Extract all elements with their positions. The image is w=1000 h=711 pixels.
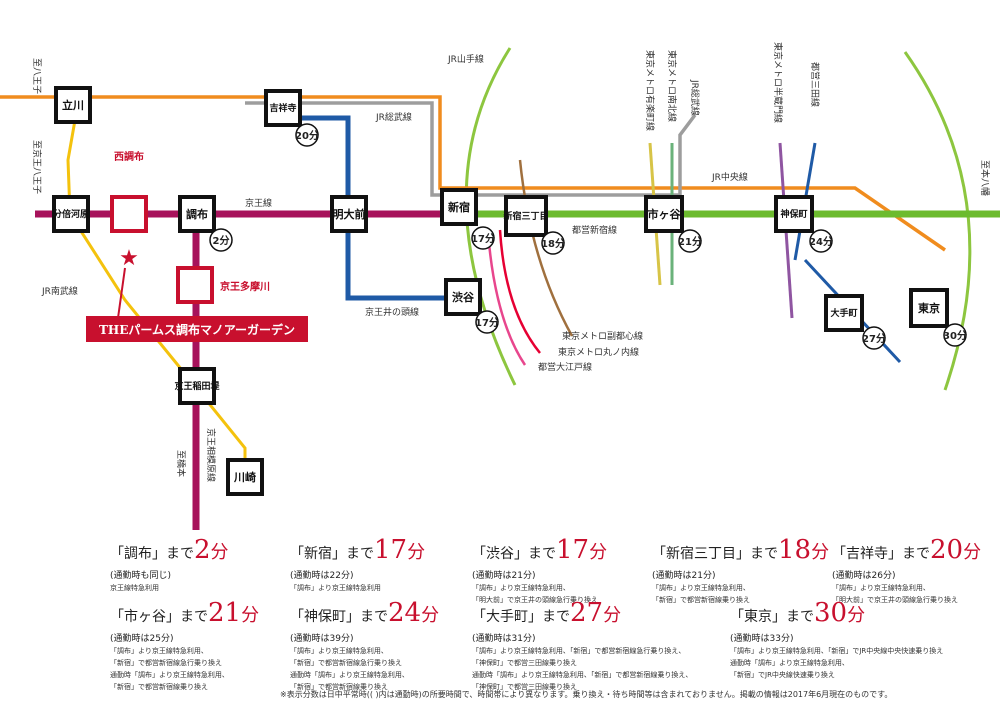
minutes-shibuya: 17分 [475, 310, 499, 334]
station-shibuya: 渋谷 [444, 278, 482, 316]
minutes-kichijoji: 20分 [295, 123, 319, 147]
station-tachikawa: 立川 [54, 86, 92, 124]
svg-text:18分: 18分 [541, 237, 565, 250]
label-oedo: 都営大江戸線 [538, 361, 592, 373]
direction-keio-hachioji: 至京王八王子 [31, 140, 43, 194]
svg-text:24分: 24分 [809, 235, 833, 248]
svg-text:新宿: 新宿 [448, 200, 470, 214]
minutes-chofu: 2分 [209, 228, 233, 252]
label-inokashira: 京王井の頭線 [365, 306, 419, 318]
minutes-jimbocho: 24分 [809, 229, 833, 253]
svg-text:神保町: 神保町 [780, 208, 807, 220]
svg-text:吉祥寺: 吉祥寺 [269, 102, 296, 114]
sobu-line [245, 101, 697, 197]
svg-text:2分: 2分 [213, 234, 230, 247]
direction-motoyawata: 至本八幡 [979, 160, 991, 196]
station-kichijoji: 吉祥寺 [264, 89, 302, 127]
label-yamanote: JR山手線 [447, 53, 484, 65]
svg-text:渋谷: 渋谷 [452, 290, 475, 304]
oedo-line [486, 231, 527, 366]
minutes-ichigaya: 21分 [678, 229, 702, 253]
minutes-shinjuku-sanchome: 18分 [541, 231, 565, 255]
marunouchi-line [498, 229, 541, 354]
minutes-otemachi: 27分 [862, 326, 886, 350]
minutes-shinjuku: 17分 [471, 226, 495, 250]
svg-text:21分: 21分 [678, 235, 702, 248]
station-ichigaya: 市ヶ谷 [644, 195, 684, 233]
station-keio-inadazutsumi: 京王稲田堤 [174, 367, 220, 405]
property-star-icon: ★ [119, 246, 139, 271]
svg-text:大手町: 大手町 [830, 307, 857, 319]
label-mita: 都営三田線 [809, 62, 821, 107]
label-marunouchi: 東京メトロ丸ノ内線 [558, 346, 639, 358]
svg-text:市ヶ谷: 市ヶ谷 [648, 207, 682, 221]
svg-text:京王稲田堤: 京王稲田堤 [174, 380, 220, 392]
info-jimbocho: 「神保町」まで24分 (通勤時は39分) 「調布」より京王線特急利用、 「新宿」… [290, 598, 440, 691]
station-bubaigawara: 分倍河原 [52, 195, 90, 233]
station-meidaimae: 明大前 [330, 195, 368, 233]
svg-text:17分: 17分 [471, 232, 495, 245]
svg-text:東京: 東京 [918, 301, 940, 315]
fukutoshin-line [518, 159, 574, 337]
svg-text:川崎: 川崎 [233, 470, 256, 484]
label-fukutoshin: 東京メトロ副都心線 [562, 330, 643, 342]
label-namboku: 東京メトロ南北線 [666, 50, 678, 122]
label-sobu: JR総武線 [375, 111, 412, 123]
direction-hachioji: 至八王子 [31, 58, 42, 94]
info-shinjuku: 「新宿」まで17分 (通勤時は22分) 「調布」より京王線特急利用 [290, 535, 426, 592]
label-sagamihara: 京王相模原線 [205, 428, 217, 482]
station-keio-tamagawa [176, 266, 214, 304]
info-shibuya: 「渋谷」まで17分 (通勤時は21分) 「調布」より京王線特急利用、 「明大前」… [472, 535, 608, 604]
keio-tamagawa-label: 京王多摩川 [220, 280, 270, 293]
station-otemachi: 大手町 [824, 294, 864, 332]
label-keio: 京王線 [245, 197, 272, 209]
property-banner [86, 316, 308, 342]
svg-text:30分: 30分 [943, 329, 967, 342]
minutes-tokyo: 30分 [943, 323, 967, 347]
svg-text:明大前: 明大前 [333, 207, 366, 221]
station-shinjuku-sanchome: 新宿三丁目 [503, 195, 549, 237]
label-hanzomon: 東京メトロ半蔵門線 [772, 42, 784, 123]
footer-note: ※表示分数は日中平常時(( )内は通勤時)の所要時間で、時間帯により異なります。… [280, 690, 893, 699]
info-otemachi: 「大手町」まで27分 (通勤時は31分) 「調布」より京王線特急利用、「新宿」で… [472, 598, 693, 691]
station-shinjuku: 新宿 [440, 188, 478, 226]
property-name: THEパームス調布マノアーガーデン [99, 322, 295, 337]
route-map: 立川 吉祥寺 分倍河原 西調布 調布 明大前 新宿 新宿三丁目 市ヶ谷 神保町 … [0, 42, 1000, 530]
svg-text:17分: 17分 [475, 316, 499, 329]
info-chofu: 「調布」まで2分 (通勤時も同じ) 京王線特急利用 [110, 535, 229, 592]
svg-text:新宿三丁目: 新宿三丁目 [503, 210, 548, 222]
station-jimbocho: 神保町 [774, 195, 814, 233]
property-pointer [117, 267, 126, 319]
label-yurakucho: 東京メトロ有楽町線 [644, 50, 656, 131]
svg-text:分倍河原: 分倍河原 [53, 208, 89, 220]
info-ichigaya: 「市ヶ谷」まで21分 (通勤時は25分) 「調布」より京王線特急利用、 「新宿」… [110, 598, 260, 691]
label-chuo: JR中央線 [711, 171, 748, 183]
label-nambu: JR南武線 [41, 285, 78, 297]
svg-text:立川: 立川 [62, 98, 84, 112]
nishichofu-label: 西調布 [114, 150, 144, 163]
station-nishichofu [110, 195, 148, 233]
svg-text:調布: 調布 [186, 207, 208, 221]
station-kawasaki: 川崎 [226, 458, 264, 496]
station-tokyo: 東京 [909, 288, 949, 328]
info-kichijoji: 「吉祥寺」まで20分 (通勤時は26分) 「調布」より京王線特急利用、 「明大前… [832, 535, 982, 604]
svg-text:27分: 27分 [862, 332, 886, 345]
station-chofu: 調布 [178, 195, 216, 233]
svg-text:20分: 20分 [295, 129, 319, 142]
info-shinjuku-sanchome: 「新宿三丁目」まで18分 (通勤時は21分) 「調布」より京王線特急利用、 「新… [652, 535, 830, 604]
info-tokyo: 「東京」まで30分 (通勤時は33分) 「調布」より京王線特急利用、「新宿」でJ… [730, 598, 944, 679]
direction-hashimoto: 至橋本 [175, 450, 187, 477]
label-sobu-vertical: JR総武線 [689, 79, 701, 116]
nambu-line [66, 102, 247, 475]
label-shinjuku-line: 都営新宿線 [572, 224, 617, 236]
